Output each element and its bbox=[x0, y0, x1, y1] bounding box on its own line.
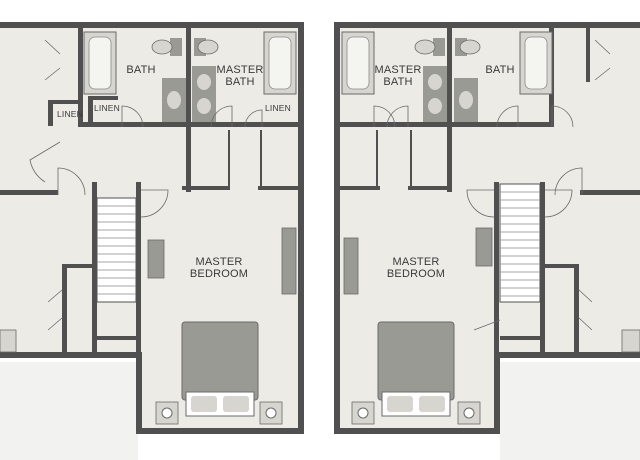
left-unit: BATH MASTER BATH LINEN LINEN LINEN MASTE… bbox=[0, 22, 304, 434]
right-dresser bbox=[475, 227, 493, 267]
left-master-bath-tub bbox=[263, 31, 297, 95]
right-unit: MASTER BATH BATH MASTER BEDROOM bbox=[334, 22, 640, 434]
left-dresser bbox=[147, 239, 165, 279]
left-nightstands bbox=[155, 401, 283, 425]
right-stairs bbox=[499, 183, 541, 303]
right-bath-tub bbox=[519, 31, 553, 95]
left-exterior-walls bbox=[0, 22, 304, 434]
right-nightstands bbox=[351, 401, 481, 425]
right-master-bath-toilet bbox=[414, 38, 445, 56]
right-master-bath-tub bbox=[341, 31, 375, 95]
left-master-bath-label-line1: MASTER bbox=[216, 64, 263, 76]
left-master-bath-vanity bbox=[192, 66, 216, 122]
right-bath-vanity bbox=[454, 78, 478, 122]
left-linen-label-3: LINEN bbox=[265, 103, 291, 113]
right-master-bath-vanity bbox=[423, 66, 447, 122]
left-master-bedroom-label-line2: BEDROOM bbox=[190, 268, 248, 280]
left-wardrobe bbox=[281, 227, 297, 295]
left-master-bedroom-label-line1: MASTER bbox=[195, 256, 242, 268]
right-master-bed bbox=[377, 321, 455, 417]
right-patio bbox=[500, 362, 640, 460]
right-wardrobe bbox=[343, 237, 359, 295]
left-master-bath-label-line2: BATH bbox=[225, 76, 254, 88]
left-linen-label-2: LINEN bbox=[94, 103, 120, 113]
right-interior-walls bbox=[340, 26, 640, 358]
right-edge-fixture bbox=[621, 329, 640, 353]
right-master-bath-label-line2: BATH bbox=[383, 76, 412, 88]
left-door-swings bbox=[29, 39, 263, 331]
right-door-swings bbox=[373, 39, 611, 331]
left-patio bbox=[0, 362, 138, 460]
left-master-bed bbox=[181, 321, 259, 417]
left-bath-vanity bbox=[162, 78, 186, 122]
left-linen-label-1: LINEN bbox=[57, 109, 83, 119]
left-bath-label: BATH bbox=[126, 64, 155, 76]
left-master-bath-toilet bbox=[194, 38, 219, 56]
left-bath-toilet bbox=[151, 38, 182, 56]
right-exterior-walls bbox=[334, 22, 640, 434]
left-bath-tub bbox=[83, 31, 117, 95]
right-master-bedroom-label-line1: MASTER bbox=[392, 256, 439, 268]
right-bath-toilet bbox=[455, 38, 481, 56]
right-bath-label: BATH bbox=[485, 64, 514, 76]
left-edge-fixture bbox=[0, 329, 17, 353]
left-interior-walls bbox=[0, 26, 300, 358]
right-master-bath-label-line1: MASTER bbox=[374, 64, 421, 76]
right-master-bedroom-label-line2: BEDROOM bbox=[387, 268, 445, 280]
left-stairs bbox=[96, 197, 137, 303]
